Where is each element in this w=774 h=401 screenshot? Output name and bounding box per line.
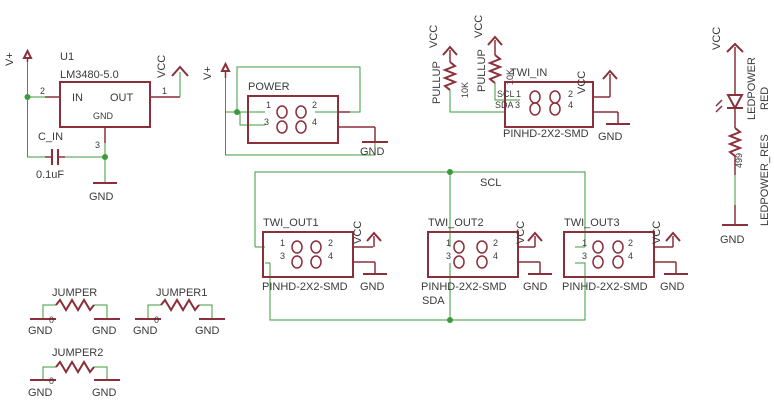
twi-out-1-pin-2: 2 — [328, 238, 333, 248]
twi-out-3[interactable]: TWI_OUT3 1 2 3 4 VCC PINHD-2X2-SMD GND — [562, 217, 688, 293]
gnd-label-out1: GND — [360, 281, 385, 293]
regulator-pin-in: IN — [72, 92, 83, 104]
jumper-1-pin: 0 — [154, 315, 159, 325]
led-name: LEDPOWER — [746, 57, 758, 120]
vcc-label-reg: VCC — [156, 55, 168, 78]
capacitor-value: 0.1uF — [36, 169, 64, 181]
jumper-0-gnd-r: GND — [92, 325, 117, 337]
vplus-symbol-2: V+ — [202, 61, 231, 80]
i2c-buses: SCL SDA — [254, 169, 586, 323]
jumper-0-pin: 0 — [49, 315, 54, 325]
twi-in-scl: SCL — [497, 89, 515, 99]
power-pin-4: 4 — [312, 117, 317, 127]
jumper-2-gnd-l: GND — [28, 387, 53, 399]
jumper-1-gnd-l: GND — [133, 325, 158, 337]
jumper-2-gnd-r: GND — [92, 387, 117, 399]
vplus-label-1: V+ — [4, 52, 16, 66]
twi-out-2-value: PINHD-2X2-SMD — [421, 281, 507, 293]
twi-out-1[interactable]: TWI_OUT1 1 2 3 4 VCC PINHD-2X2-SMD GND — [262, 217, 387, 293]
power-header-body — [247, 95, 339, 144]
scl-net-label: SCL — [480, 177, 501, 189]
twi-out-2-pin-4: 4 — [493, 251, 498, 261]
regulator-pin-gnd: GND — [93, 111, 114, 121]
gnd-label-out3: GND — [660, 281, 685, 293]
vplus-label-2: V+ — [202, 66, 214, 80]
gnd-label-led: GND — [720, 234, 745, 246]
twi-out-3-pin-2: 2 — [628, 238, 633, 248]
twi-out-3-pin-3: 3 — [582, 251, 587, 261]
jumper-2-name: JUMPER2 — [52, 347, 103, 359]
power-header-name: POWER — [248, 81, 290, 93]
twi-in-header[interactable]: TWI_IN SCL 1 2 SDA 3 4 VCC PINHD-2X2-SMD… — [495, 67, 630, 143]
gnd-label-out2: GND — [523, 281, 548, 293]
twi-in-sda: SDA — [495, 100, 514, 110]
pullup-right-name: PULLUP — [476, 49, 488, 92]
power-header[interactable]: V+ POWER 1 2 3 4 GND — [202, 61, 388, 158]
twi-in-pin-1: 1 — [516, 89, 521, 99]
vcc-label-twi-in: VCC — [576, 71, 588, 94]
pullup-left-value: 10K — [460, 82, 470, 98]
regulator-pin-num-out: 1 — [162, 86, 167, 96]
twi-in-pin-4: 4 — [568, 100, 573, 110]
led-value: RED — [759, 87, 771, 110]
twi-out-1-pin-1: 1 — [280, 238, 285, 248]
gnd-label-reg: GND — [89, 191, 114, 203]
twi-in-value: PINHD-2X2-SMD — [503, 128, 589, 140]
regulator-value: LM3480-5.0 — [60, 69, 119, 81]
jumper-0[interactable]: JUMPER 0 GND GND — [28, 287, 120, 337]
jumper-2[interactable]: JUMPER2 0 GND GND — [28, 347, 120, 399]
power-pin-2: 2 — [312, 100, 317, 110]
regulator-name: U1 — [60, 51, 74, 63]
vcc-label-pullup-r: VCC — [473, 15, 485, 38]
twi-out-3-name: TWI_OUT3 — [564, 217, 620, 229]
led-res-value: 499 — [734, 153, 744, 168]
jumper-0-gnd-l: GND — [28, 325, 53, 337]
jumper-0-name: JUMPER — [52, 287, 97, 299]
twi-out-2-pin-3: 3 — [446, 251, 451, 261]
twi-in-name: TWI_IN — [510, 67, 547, 79]
capacitor-name: C_IN — [38, 131, 63, 143]
power-pin-1: 1 — [266, 100, 271, 110]
pullup-left-name: PULLUP — [431, 61, 443, 104]
twi-out-3-pin-1: 1 — [582, 238, 587, 248]
vcc-label-led: VCC — [711, 27, 723, 50]
regulator-pin-num-gnd: 3 — [95, 140, 100, 150]
jumper-1-name: JUMPER1 — [156, 287, 207, 299]
regulator-pin-out: OUT — [110, 92, 134, 104]
jumper-1[interactable]: JUMPER1 0 GND GND — [133, 287, 225, 337]
led-res-name: LEDPOWER_RES — [759, 134, 771, 226]
pullup-left[interactable]: VCC PULLUP 10K — [428, 25, 505, 113]
twi-in-pin-3: 3 — [515, 100, 520, 110]
pullup-right-value: 10K — [505, 69, 515, 85]
gnd-label-twi-in: GND — [598, 131, 623, 143]
gnd-label-power: GND — [360, 146, 385, 158]
jumper-1-gnd-r: GND — [195, 325, 220, 337]
twi-in-body — [504, 81, 594, 128]
twi-out-2-pin-1: 1 — [446, 238, 451, 248]
twi-out-1-name: TWI_OUT1 — [263, 217, 319, 229]
twi-out-1-pin-3: 3 — [280, 251, 285, 261]
pullup-right[interactable]: VCC PULLUP 10K — [473, 15, 520, 101]
vcc-label-out1: VCC — [352, 221, 364, 244]
twi-in-pin-2: 2 — [568, 89, 573, 99]
power-pin-3: 3 — [264, 117, 269, 127]
vcc-label-out2: VCC — [515, 221, 527, 244]
vcc-label-out3: VCC — [651, 221, 663, 244]
vcc-label-pullup-l: VCC — [428, 25, 440, 48]
sda-net-label: SDA — [422, 295, 445, 307]
twi-out-3-pin-4: 4 — [628, 251, 633, 261]
twi-out-2-name: TWI_OUT2 — [428, 217, 484, 229]
twi-out-3-value: PINHD-2X2-SMD — [562, 281, 648, 293]
jumper-2-pin: 0 — [49, 376, 54, 386]
vplus-symbol-1: V+ — [4, 48, 33, 66]
twi-out-1-pin-4: 4 — [328, 251, 333, 261]
twi-out-1-value: PINHD-2X2-SMD — [262, 281, 348, 293]
twi-out-2-pin-2: 2 — [493, 238, 498, 248]
regulator-block[interactable]: V+ U1 LM3480-5.0 IN OUT GND 2 1 3 VCC GN… — [4, 48, 189, 203]
led-power[interactable]: VCC GND LEDPOWER RED 499 LEDPOWER_RES — [711, 27, 771, 246]
twi-out-2[interactable]: TWI_OUT2 1 2 3 4 VCC PINHD-2X2-SMD GND — [421, 217, 552, 293]
regulator-pin-num-in: 2 — [40, 86, 45, 96]
